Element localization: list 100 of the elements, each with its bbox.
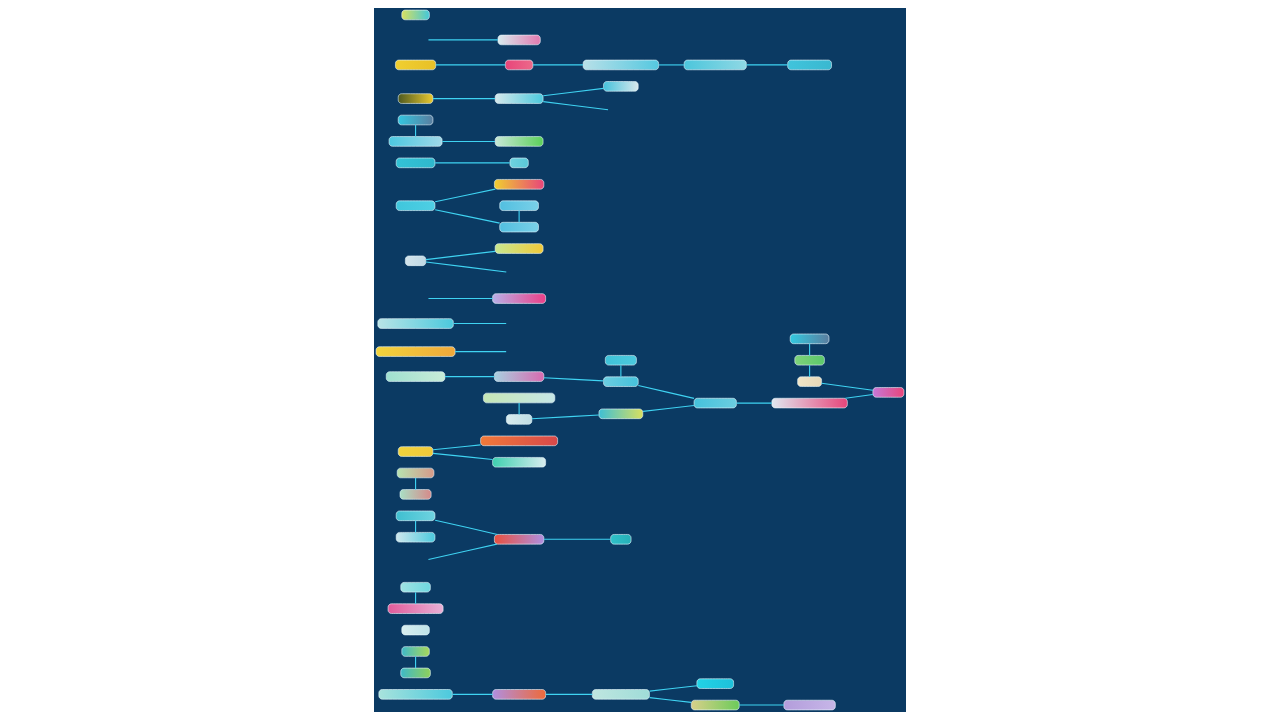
- connector: [432, 444, 482, 451]
- node-box: [592, 689, 650, 700]
- node-box: [401, 9, 430, 21]
- node-box: [494, 371, 545, 382]
- node-box: [497, 34, 541, 46]
- node-box: [405, 255, 427, 266]
- connector: [735, 402, 773, 404]
- connector: [451, 693, 494, 695]
- node-box: [377, 318, 454, 329]
- connector: [809, 364, 811, 378]
- node-box: [872, 387, 905, 398]
- node-box: [693, 397, 737, 409]
- node-box: [787, 59, 832, 71]
- connector: [545, 693, 593, 695]
- node-box: [395, 157, 436, 168]
- node-box: [387, 603, 444, 614]
- connector: [745, 64, 789, 66]
- node-box: [400, 582, 431, 593]
- connector: [620, 364, 622, 378]
- connector: [543, 538, 611, 540]
- connector: [432, 452, 493, 461]
- connector: [415, 591, 417, 605]
- node-box: [397, 114, 434, 126]
- node-box: [509, 157, 529, 168]
- node-box: [483, 392, 556, 404]
- node-box: [494, 243, 544, 254]
- node-box: [505, 59, 534, 71]
- connector: [542, 101, 609, 111]
- node-box: [690, 699, 740, 711]
- connector: [432, 98, 496, 100]
- node-box: [480, 435, 558, 446]
- node-box: [794, 355, 825, 366]
- connector: [434, 188, 496, 203]
- connector: [441, 140, 496, 142]
- connector: [542, 87, 605, 97]
- node-box: [797, 376, 822, 387]
- node-box: [605, 355, 637, 366]
- node-box: [603, 376, 639, 387]
- connector: [427, 543, 498, 561]
- node-box: [771, 397, 848, 409]
- connector: [637, 385, 695, 399]
- node-box: [401, 646, 430, 657]
- connector: [434, 519, 498, 535]
- connector: [531, 414, 600, 420]
- node-box: [610, 534, 632, 545]
- node-box: [388, 136, 443, 147]
- node-box: [378, 689, 453, 700]
- node-box: [401, 624, 430, 636]
- node-box: [499, 200, 539, 211]
- node-box: [375, 346, 456, 357]
- node-box: [499, 221, 539, 233]
- connector: [532, 64, 584, 66]
- connector: [642, 404, 695, 412]
- node-box: [506, 414, 533, 425]
- node-box: [396, 467, 435, 479]
- connector: [821, 382, 874, 391]
- node-box: [494, 93, 544, 104]
- node-box: [494, 179, 545, 190]
- node-box: [603, 81, 639, 92]
- connector: [415, 124, 417, 138]
- node-box: [397, 446, 434, 457]
- connector: [415, 655, 417, 669]
- connector: [434, 209, 501, 224]
- node-box: [395, 510, 436, 521]
- node-box: [683, 59, 747, 71]
- connector: [425, 261, 507, 273]
- connector: [844, 393, 874, 399]
- connector: [427, 298, 493, 300]
- connector: [425, 250, 496, 261]
- node-box: [696, 678, 734, 689]
- connector: [649, 685, 698, 692]
- connector: [415, 477, 417, 491]
- connector: [543, 377, 604, 382]
- node-box: [397, 93, 434, 104]
- connector: [518, 210, 520, 223]
- node-box: [598, 408, 644, 419]
- node-box: [783, 699, 836, 711]
- connector: [435, 64, 506, 66]
- connector: [658, 64, 685, 66]
- connector: [434, 162, 511, 164]
- connector: [427, 39, 499, 41]
- connector: [649, 697, 692, 703]
- node-box: [395, 59, 437, 71]
- connector: [454, 351, 507, 353]
- node-box: [494, 534, 545, 545]
- connector: [738, 704, 785, 706]
- connector: [452, 322, 507, 325]
- node-box: [385, 371, 446, 382]
- node-box: [582, 59, 659, 71]
- node-box: [395, 200, 436, 211]
- node-box: [789, 333, 830, 344]
- connector: [444, 376, 495, 378]
- node-box: [395, 532, 436, 543]
- node-box: [399, 489, 432, 500]
- node-box: [494, 136, 544, 147]
- node-box: [492, 293, 546, 304]
- connector: [518, 402, 520, 416]
- node-box: [400, 667, 431, 679]
- node-box: [492, 457, 546, 468]
- node-box: [492, 689, 546, 700]
